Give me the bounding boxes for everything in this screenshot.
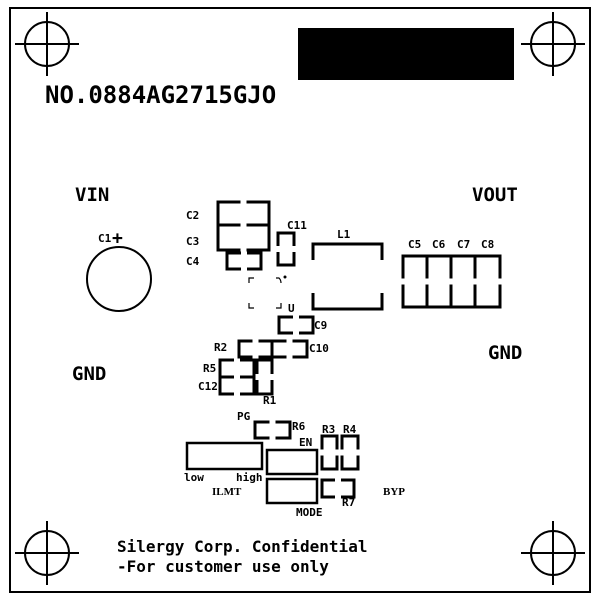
mode-label: MODE (296, 506, 323, 519)
r7-label: R7 (342, 496, 355, 509)
board-outline (9, 7, 591, 593)
ilmt-label: ILMT (212, 486, 242, 498)
c9-footprint (277, 315, 315, 335)
c3-label: C3 (186, 235, 199, 248)
c2-footprint (216, 200, 271, 227)
c4-label: C4 (186, 255, 200, 268)
r7-footprint (320, 478, 356, 499)
fiducial-crosshair-icon (521, 521, 585, 585)
part-number: NO.0884AG2715GJO (45, 81, 276, 109)
c2-label: C2 (186, 209, 199, 222)
r6-footprint (253, 420, 292, 440)
c10-label: C10 (309, 342, 329, 355)
c1-plus-icon: + (112, 228, 123, 249)
c7-label: C7 (457, 238, 470, 251)
c5-footprint (401, 254, 429, 309)
r5-label: R5 (203, 362, 216, 375)
r2-footprint (237, 339, 274, 359)
c1-label: C1 (98, 232, 112, 245)
c12-footprint (218, 375, 256, 396)
r3-label: R3 (322, 423, 335, 436)
l1-label: L1 (337, 228, 351, 241)
fiducial-crosshair-icon (521, 12, 585, 76)
c7-footprint (449, 254, 477, 309)
c8-footprint (473, 254, 502, 309)
low-label: low (184, 471, 204, 484)
c9-label: C9 (314, 319, 327, 332)
c10-footprint (270, 339, 309, 359)
r5-footprint (218, 358, 256, 379)
confidential-line1: Silergy Corp. Confidential (117, 537, 367, 556)
confidential-line2: -For customer use only (117, 557, 329, 576)
r2-label: R2 (214, 341, 227, 354)
c6-footprint (425, 254, 453, 309)
c3-footprint (216, 223, 271, 252)
vin-label: VIN (75, 184, 109, 206)
r6-label: R6 (292, 420, 306, 433)
pin1-dot-icon (283, 275, 287, 279)
high-label: high (236, 471, 263, 484)
c11-footprint (276, 231, 296, 267)
fiducial-crosshair-icon (15, 12, 79, 76)
l1-footprint (311, 242, 384, 311)
c12-label: C12 (198, 380, 218, 393)
c8-label: C8 (481, 238, 494, 251)
r1-footprint (255, 358, 274, 396)
pg-label: PG (237, 410, 251, 423)
c4-footprint (225, 251, 263, 271)
en-jumper (265, 448, 319, 476)
fiducial-crosshair-icon (15, 521, 79, 585)
vout-label: VOUT (472, 184, 518, 206)
c6-label: C6 (432, 238, 446, 251)
redacted-block (298, 28, 514, 80)
gnd-right-label: GND (488, 342, 522, 364)
mode-jumper (265, 477, 319, 505)
u-label: U (288, 302, 295, 315)
c1-footprint (86, 246, 152, 312)
r4-label: R4 (343, 423, 357, 436)
r1-label: R1 (263, 394, 277, 407)
r4-footprint (340, 434, 360, 471)
en-label: EN (299, 436, 312, 449)
c5-label: C5 (408, 238, 421, 251)
gnd-left-label: GND (72, 363, 106, 385)
ilmt-jumper (185, 441, 264, 471)
byp-label: BYP (383, 486, 405, 498)
r3-footprint (320, 434, 339, 471)
c11-label: C11 (287, 219, 307, 232)
u-footprint (248, 277, 282, 309)
